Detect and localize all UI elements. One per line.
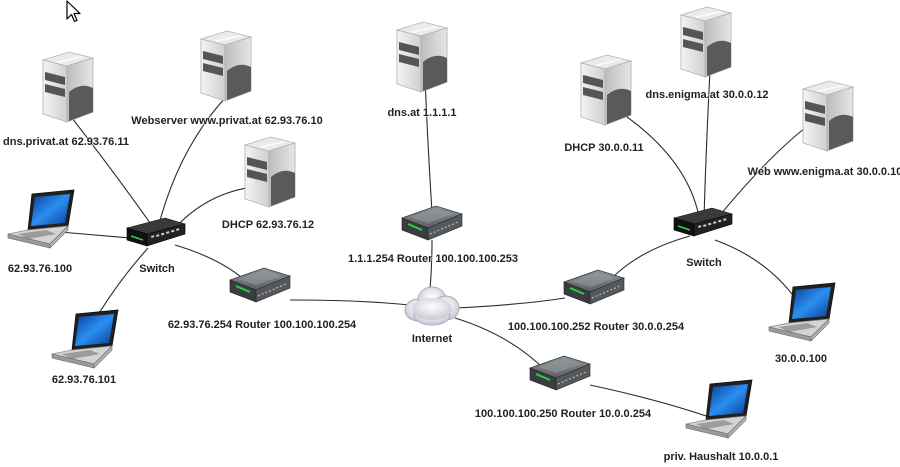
server-icon[interactable] — [802, 80, 854, 152]
server-icon[interactable] — [680, 6, 732, 78]
internet-label: Internet — [411, 333, 453, 345]
laptop-101-label: 62.93.76.101 — [51, 374, 117, 386]
link-router-top-internet — [429, 239, 433, 291]
router-top-label: 1.1.1.254 Router 100.100.100.253 — [347, 253, 519, 265]
router-left-label: 62.93.76.254 Router 100.100.100.254 — [167, 319, 357, 331]
links — [59, 69, 806, 419]
laptop-icon[interactable] — [768, 282, 836, 342]
switch-icon[interactable] — [673, 207, 733, 237]
server-icon[interactable] — [244, 136, 296, 208]
switch-icon[interactable] — [126, 217, 186, 247]
link-router-right-switch-right — [611, 235, 691, 279]
laptop-icon[interactable] — [51, 309, 119, 369]
router-icon[interactable] — [229, 267, 291, 303]
laptop-icon[interactable] — [685, 379, 753, 439]
link-switch-right-dhcp-enigma — [619, 111, 701, 223]
dhcp-privat-label: DHCP 62.93.76.12 — [221, 219, 315, 231]
link-switch-laptop-100 — [59, 231, 131, 239]
link-router-left-internet — [289, 299, 411, 306]
router-bottom-label: 100.100.100.250 Router 10.0.0.254 — [474, 408, 652, 420]
cloud-icon[interactable] — [404, 286, 460, 326]
link-switch-web-privat — [157, 97, 226, 229]
dns-at-label: dns.at 1.1.1.1 — [387, 107, 457, 119]
switch-right-label: Switch — [686, 257, 722, 269]
server-icon[interactable] — [200, 30, 252, 102]
link-switch-right-web-enigma — [715, 127, 806, 221]
router-icon[interactable] — [563, 269, 625, 305]
link-switch-dns-privat — [71, 117, 156, 231]
laptop-icon[interactable] — [7, 189, 75, 249]
laptop-100-label: 62.93.76.100 — [7, 263, 73, 275]
router-right-label: 100.100.100.252 Router 30.0.0.254 — [507, 321, 685, 333]
server-icon[interactable] — [580, 54, 632, 126]
dhcp-enigma-label: DHCP 30.0.0.11 — [564, 142, 644, 154]
server-icon[interactable] — [42, 51, 94, 123]
link-switch-right-dns-enigma — [703, 69, 711, 219]
link-switch-right-laptop-30 — [714, 239, 801, 306]
link-dns-at-router-top — [424, 77, 433, 213]
link-internet-router-right — [454, 297, 566, 309]
web-enigma-label: Web www.enigma.at 30.0.0.10 — [747, 166, 900, 178]
switch-left-label: Switch — [139, 263, 175, 275]
router-icon[interactable] — [529, 355, 591, 391]
laptop-home-label: priv. Haushalt 10.0.0.1 — [663, 451, 779, 463]
web-privat-label: Webserver www.privat.at 62.93.76.10 — [131, 115, 323, 127]
router-icon[interactable] — [401, 205, 463, 241]
link-router-bottom-laptop-home — [589, 384, 713, 419]
mouse-pointer-icon — [66, 0, 81, 23]
laptop-30-label: 30.0.0.100 — [775, 353, 827, 365]
link-internet-router-bottom — [454, 317, 546, 371]
server-icon[interactable] — [396, 21, 448, 93]
dns-enigma-label: dns.enigma.at 30.0.0.12 — [645, 89, 769, 101]
dns-privat-label: dns.privat.at 62.93.76.11 — [3, 136, 129, 148]
